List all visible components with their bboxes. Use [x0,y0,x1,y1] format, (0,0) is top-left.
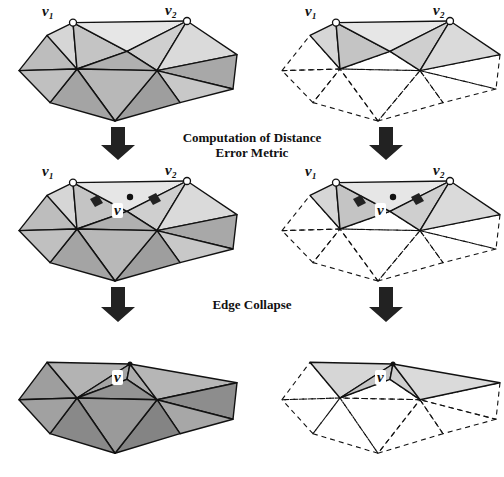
mesh-triangle [313,69,378,121]
mesh-triangle [420,71,496,103]
vertex-label: v [112,370,123,385]
distance-marker [148,193,161,205]
mesh-triangle [19,69,77,103]
collapsed-vertex [391,362,396,367]
triangle-mesh [282,362,500,454]
new-vertex-dot [390,194,396,200]
step-arrow [369,127,403,160]
mesh-triangle [393,364,500,400]
vertex-label: v₂ [163,163,179,178]
mesh-triangle [340,364,393,398]
mesh-triangle [282,398,340,434]
mesh-triangle [378,400,443,454]
distance-marker [411,193,424,205]
vertex-circle [333,179,340,186]
triangle-mesh [19,362,237,454]
mesh-triangle [19,229,77,263]
triangle-mesh [282,18,500,122]
vertex-circle [70,19,77,26]
vertex-circle [70,179,77,186]
mesh-triangle [378,231,443,281]
triangle-mesh [19,18,237,122]
mesh-triangle [282,229,340,263]
vertex-label: v₂ [431,3,447,18]
triangle-mesh [19,178,237,282]
mesh-triangle [313,398,378,453]
collapsed-vertex [128,362,133,367]
vertex-label: v₁ [303,4,319,19]
distance-marker [90,195,103,207]
vertex-label: v [375,370,386,385]
vertex-label: v [375,203,386,218]
triangle-mesh [282,178,500,282]
distance-marker [353,195,366,207]
step-caption: Computation of Distance Error Metric [164,130,340,162]
vertex-label: v₁ [40,4,56,19]
mesh-triangle [47,23,77,69]
mesh-triangle [420,181,500,231]
new-vertex-dot [127,194,133,200]
vertex-circle [447,18,454,25]
vertex-label: v [112,203,123,218]
mesh-triangle [282,69,340,103]
vertex-label: v₂ [163,3,179,18]
mesh-triangle [77,51,157,70]
mesh-triangle [313,229,378,281]
vertex-circle [333,19,340,26]
vertex-label: v₂ [431,163,447,178]
mesh-triangle [420,231,496,263]
mesh-triangle [19,398,77,434]
step-arrow [369,287,403,322]
vertex-label: v₁ [40,164,56,179]
step-caption: Edge Collapse [174,297,330,314]
mesh-triangle [310,362,393,398]
mesh-triangle [420,21,500,71]
mesh-triangle [378,71,443,121]
step-arrow [101,287,135,322]
vertex-circle [447,178,454,185]
vertex-label: v₁ [303,164,319,179]
step-arrow [101,127,135,160]
vertex-circle [184,18,191,25]
mesh-triangle [310,23,340,69]
mesh-triangle [310,183,340,229]
vertex-circle [184,178,191,185]
mesh-triangle [47,183,77,229]
